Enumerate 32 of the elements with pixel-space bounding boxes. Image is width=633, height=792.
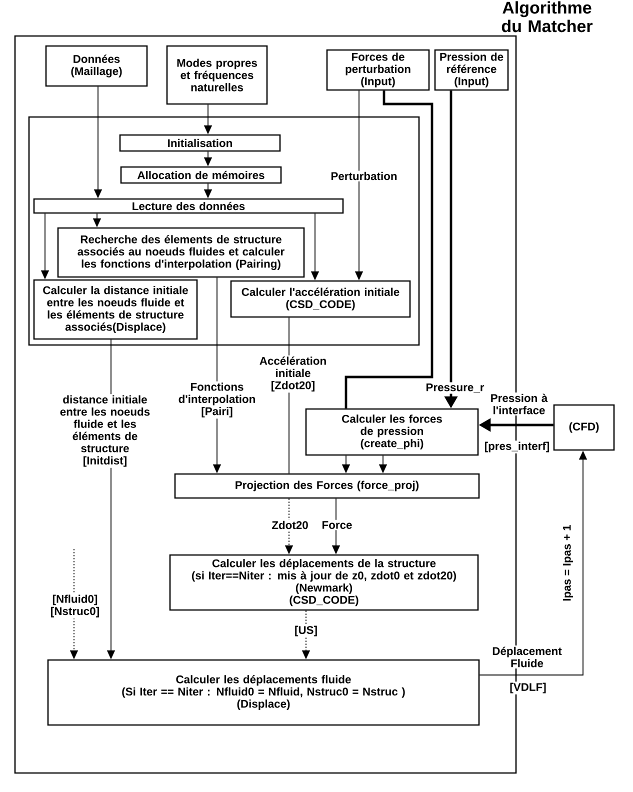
process-box: Modes propres et fréquences naturelles [166, 45, 268, 105]
connector-line [344, 90, 434, 408]
process-box: Pression de référence (Input) [434, 49, 509, 91]
counter-label: Ipas = Ipas + 1 [562, 524, 574, 602]
process-box: (CFD) [553, 404, 615, 451]
edge-label: Force [320, 520, 354, 530]
process-box: Allocation de mémoires [120, 166, 282, 184]
inner-frame [28, 116, 420, 346]
edge-label: Accélération initiale [Zdot20] [256, 355, 330, 393]
process-box: Lecture des données [33, 198, 344, 214]
process-box: Calculer la distance initiale entre les noeuds fluide et les éléments de structure associés(Displace) [33, 279, 198, 340]
variable-label: [pres_interf] [483, 440, 551, 454]
process-box: Forces de perturbation (Input) [326, 49, 430, 91]
edge-label: Perturbation [330, 170, 398, 182]
edge-label: [Nfluid0] [Nstruc0] [46, 593, 104, 619]
process-box: Calculer l'accélération initiale (CSD_CODE) [230, 280, 411, 318]
edge-label: Fonctions d'interpolation [Pairi] [174, 381, 260, 419]
edge-label: Pressure_r [424, 382, 486, 394]
process-box: Initialisation [119, 134, 281, 152]
process-box: Recherche des élements de structure associés au noeuds fluides et calculer les fonctions d'interpolation (Pairing) [57, 227, 305, 278]
edge-label: Déplacement Fluide [488, 646, 566, 668]
variable-label: [VDLF] [508, 682, 548, 694]
process-box: Calculer les forces de pression (create_phi) [305, 408, 479, 456]
edge-label: Pression à l'interface [486, 392, 552, 416]
title: Algorithme du Matcher [502, 1, 593, 32]
process-box: Calculer les déplacements fluide (Si Iter == Niter : Nfluid0 = Nfluid, Nstruc0 = Nstruc ) (Displace) [47, 659, 480, 726]
edge-label: [US] [293, 624, 319, 638]
process-box: Projection des Forces (force_proj) [174, 473, 480, 499]
edge-label: distance initiale entre les noeuds fluide et les éléments de structure [Initdist] [58, 394, 152, 468]
process-box: Données (Maillage) [45, 45, 148, 87]
process-box: Calculer les déplacements de la structure (si Iter==Niter : mis à jour de z0, zdot0 et zdot20) (Newmark) (CSD_CODE) [169, 554, 479, 611]
edge-label: Zdot20 [270, 520, 310, 530]
